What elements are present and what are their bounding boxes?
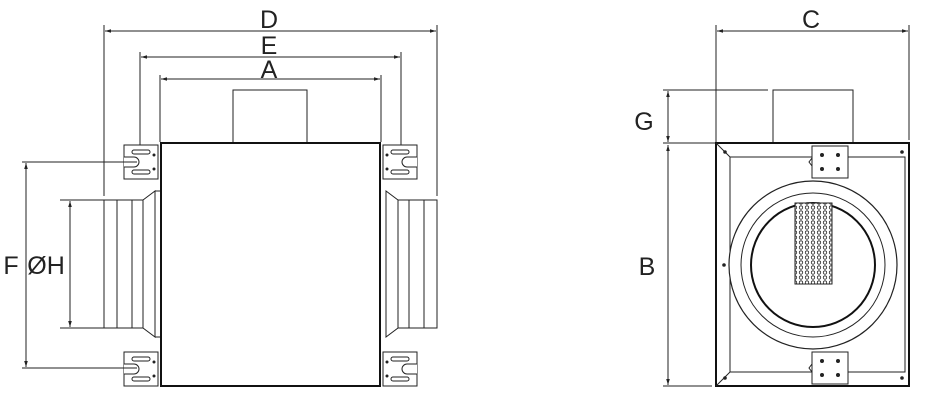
hinge-bracket [808, 145, 849, 179]
dimension-f: F [3, 161, 137, 369]
label-f: F [3, 252, 18, 280]
label-g: G [634, 108, 653, 136]
dimension-c: C [715, 6, 910, 142]
label-h: ØH [27, 252, 65, 280]
mount-bracket [382, 144, 418, 180]
perforated-filter [794, 202, 833, 285]
dimension-g: G [634, 89, 768, 144]
mount-bracket [382, 351, 418, 387]
top-box [232, 89, 308, 144]
label-e: E [261, 32, 278, 60]
top-box [772, 89, 854, 144]
dimension-e: E [139, 32, 402, 160]
right-duct [385, 190, 438, 338]
label-c: C [802, 6, 820, 34]
dimension-d: D [103, 6, 438, 196]
dimension-h: ØH [27, 199, 104, 329]
label-d: D [260, 6, 278, 34]
side-view: C G B [634, 6, 910, 387]
label-a: A [261, 56, 278, 84]
front-view: D E A [3, 6, 438, 387]
hinge-bracket [808, 351, 849, 385]
label-b: B [639, 253, 656, 281]
dimension-b: B [639, 145, 712, 387]
dimension-a: A [159, 56, 382, 142]
mount-bracket [123, 351, 159, 387]
left-duct [103, 190, 161, 338]
filter-body [160, 142, 381, 387]
